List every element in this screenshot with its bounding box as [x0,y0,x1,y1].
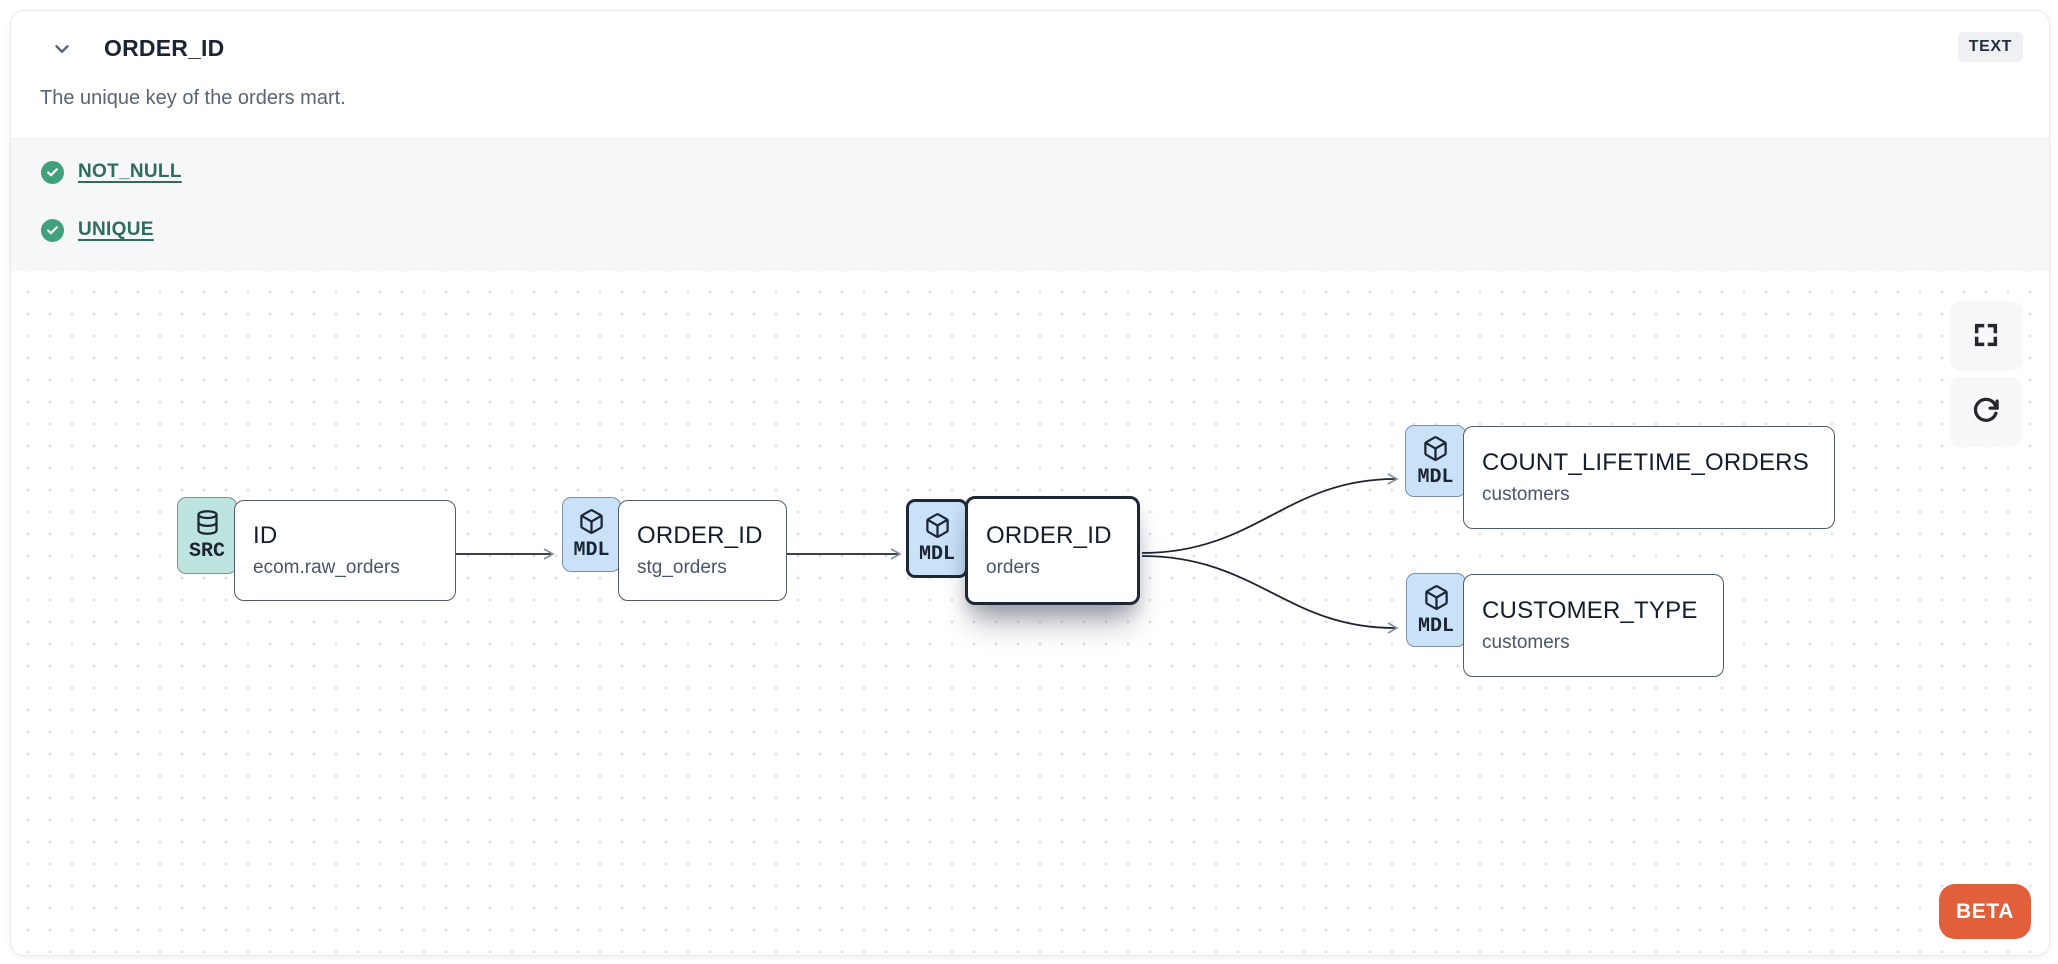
node-type-badge: SRC [177,497,237,574]
refresh-button[interactable] [1949,377,2023,447]
node-card[interactable]: ORDER_ID stg_orders [618,500,787,601]
node-card[interactable]: ORDER_ID orders [965,496,1140,605]
node-type-badge: MDL [906,499,968,578]
node-title: CUSTOMER_TYPE [1482,597,1698,624]
column-title: ORDER_ID [104,35,225,61]
node-badge-label: MDL [1417,465,1454,489]
lineage-edges [456,473,1399,634]
fullscreen-button[interactable] [1949,301,2023,371]
column-type-badge: TEXT [1957,32,2023,62]
node-type-badge: MDL [562,497,621,572]
node-title: ORDER_ID [986,522,1112,549]
node-type-badge: MDL [1405,425,1466,497]
panel-header: ORDER_ID TEXT The unique key of the orde… [11,11,2049,138]
cube-icon [1423,584,1450,616]
node-card[interactable]: ID ecom.raw_orders [234,500,456,601]
tests-section: NOT_NULL UNIQUE [11,138,2049,272]
test-link-not-null[interactable]: NOT_NULL [78,161,182,182]
node-title: COUNT_LIFETIME_ORDERS [1482,449,1809,476]
node-card[interactable]: CUSTOMER_TYPE customers [1463,574,1724,677]
lineage-node-source-id[interactable]: SRC ID ecom.raw_orders [177,497,456,601]
node-subtitle: orders [986,557,1040,578]
node-subtitle: stg_orders [637,557,727,578]
node-title: ORDER_ID [637,522,763,549]
node-type-badge: MDL [1406,573,1466,647]
test-row-not-null: NOT_NULL [41,159,182,185]
node-card[interactable]: COUNT_LIFETIME_ORDERS customers [1463,426,1835,529]
cube-icon [1422,435,1449,467]
column-description: The unique key of the orders mart. [40,87,346,109]
fullscreen-icon [1972,321,2000,352]
node-badge-label: SRC [188,540,225,563]
collapse-chevron-button[interactable] [45,33,79,67]
lineage-node-stg-orders[interactable]: MDL ORDER_ID stg_orders [562,497,787,601]
canvas-controls [1949,301,2023,447]
column-details-panel: ORDER_ID TEXT The unique key of the orde… [10,10,2050,956]
test-link-unique[interactable]: UNIQUE [78,219,154,240]
node-badge-label: MDL [918,543,955,566]
node-subtitle: ecom.raw_orders [253,557,400,578]
lineage-node-customer-type[interactable]: MDL CUSTOMER_TYPE customers [1406,573,1724,677]
node-title: ID [253,522,278,549]
node-subtitle: customers [1482,484,1570,505]
node-subtitle: customers [1482,632,1570,653]
node-badge-label: MDL [573,539,610,562]
check-circle-icon [41,160,64,184]
lineage-node-orders-selected[interactable]: MDL ORDER_ID orders [906,496,1140,605]
cube-icon [578,508,605,540]
check-circle-icon [41,218,64,242]
lineage-node-count-lifetime-orders[interactable]: MDL COUNT_LIFETIME_ORDERS customers [1405,425,1835,529]
database-icon [194,509,221,541]
beta-badge: BETA [1939,884,2031,939]
lineage-canvas[interactable]: SRC ID ecom.raw_orders MDL ORDER_ID stg_… [11,271,2049,955]
cube-icon [924,512,951,544]
chevron-down-icon [51,38,73,63]
refresh-icon [1972,397,2000,428]
test-row-unique: UNIQUE [41,217,154,243]
node-badge-label: MDL [1417,614,1454,638]
